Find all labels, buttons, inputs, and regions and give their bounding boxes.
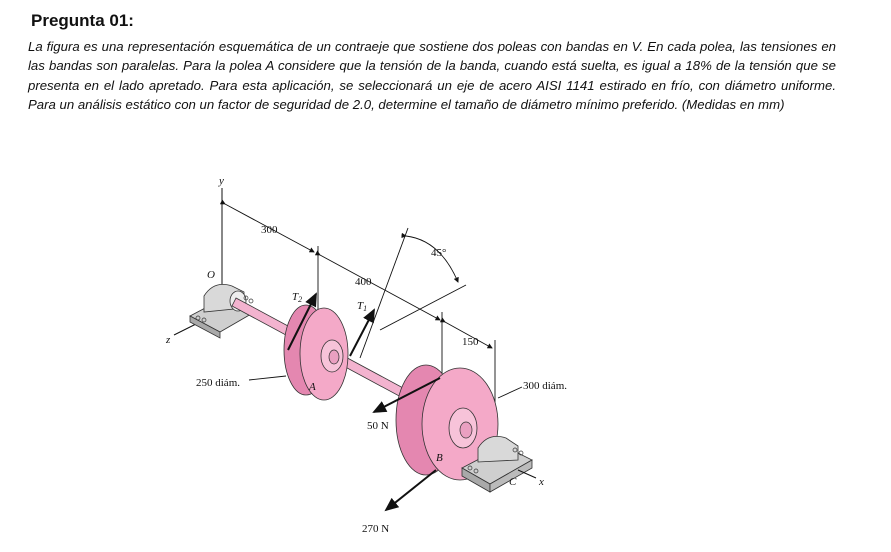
y-axis-label: y bbox=[218, 175, 224, 187]
dim-400-label: 400 bbox=[355, 276, 372, 288]
dim-150-label: 150 bbox=[462, 336, 479, 348]
t2-label: T2 bbox=[292, 291, 302, 304]
force-270-label: 270 N bbox=[362, 523, 389, 535]
origin-label: O bbox=[207, 269, 215, 281]
pulley-a-label: A bbox=[308, 381, 316, 393]
diam-a-label: 250 diám. bbox=[196, 377, 240, 389]
dim-400-line bbox=[314, 250, 441, 321]
x-axis-label: x bbox=[538, 476, 544, 488]
bearing-c bbox=[461, 435, 533, 493]
diam-a-leader bbox=[248, 375, 287, 381]
force-50-arrow bbox=[372, 377, 441, 413]
pulley-b-label: B bbox=[436, 452, 443, 464]
z-axis-label: z bbox=[165, 334, 171, 346]
bearing-c-label: C bbox=[509, 476, 517, 488]
force-270-arrow bbox=[384, 469, 437, 512]
question-text: La figura es una representación esquemát… bbox=[28, 39, 836, 113]
x-axis-line bbox=[517, 469, 537, 479]
diam-b-leader bbox=[497, 386, 523, 399]
pulley-a bbox=[283, 304, 349, 401]
angle-arc bbox=[401, 232, 459, 283]
angle-label: 45° bbox=[431, 247, 446, 259]
t1-label: T1 bbox=[357, 300, 367, 313]
angle-line-1 bbox=[359, 227, 409, 359]
t1-arrow bbox=[349, 308, 375, 357]
angle-line-2 bbox=[379, 284, 467, 331]
diam-b-label: 300 diám. bbox=[523, 380, 567, 392]
dim-300-line bbox=[219, 199, 315, 253]
t2-arrow bbox=[287, 292, 317, 351]
dim-150-line bbox=[439, 317, 493, 349]
force-50-label: 50 N bbox=[367, 420, 389, 432]
dim-300-label: 300 bbox=[261, 224, 278, 236]
question-title: Pregunta 01: bbox=[31, 11, 134, 30]
